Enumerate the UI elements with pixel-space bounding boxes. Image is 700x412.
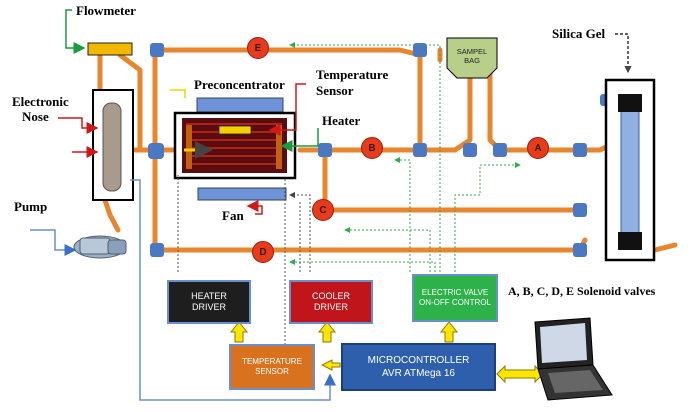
valve-d: D [252,241,274,263]
silica-gel-label: Silica Gel [552,26,606,41]
pump-wire [30,229,77,256]
microcontroller-block: MICROCONTROLLER AVR ATMega 16 [341,343,496,391]
flowmeter-body [87,42,133,56]
pump-label: Pump [14,199,48,214]
electronic-nose-label-2: Nose [22,109,49,124]
valve-c: C [312,199,334,221]
temp-sensor-pointer [268,83,306,136]
temperature-sensor-element [218,125,252,135]
electric-valve-control-block: ELECTRIC VALVE ON-OFF CONTROL [412,274,498,322]
temperature-sensor-label-2: Sensor [316,83,354,98]
silica-gel-pointer [615,33,632,74]
signal-arrows [229,321,544,384]
pipe-fittings [148,43,614,257]
fan-label: Fan [222,208,244,223]
control-signal-lines [177,42,521,345]
laptop-graphic [534,317,613,401]
fan-pointer [246,200,263,215]
fan-plate [197,187,287,201]
valve-d-label: D [259,246,267,258]
sample-bag-label: SAMPEL BAG [456,47,488,65]
solenoid-valves-legend: A, B, C, D, E Solenoid valves [508,284,656,298]
flowmeter-pointer [65,9,86,54]
temperature-sensor-block: TEMPERATURE SENSOR [229,344,315,390]
heater-label: Heater [322,113,361,128]
valve-b: B [361,137,383,159]
preconcentrator-pointer [170,89,186,98]
flowmeter-label: Flowmeter [76,3,136,18]
valve-e-label: E [254,42,262,54]
heater-pointer [280,128,319,152]
nose-data-wire [130,179,336,401]
heater-driver-block: HEATER DRIVER [167,280,251,324]
electronic-nose-label-1: Electronic [12,94,69,109]
sample-bag-shape [446,37,498,79]
valve-b-label: B [368,142,376,154]
valve-a-label: A [534,142,542,154]
valve-e: E [247,37,269,59]
valve-c-label: C [319,204,327,216]
temperature-sensor-label-1: Temperature [316,67,389,82]
valve-a: A [527,137,549,159]
nose-pointer-1 [58,117,99,134]
preconcentrator-top-plate [196,97,284,113]
preconcentrator-label: Preconcentrator [194,77,285,92]
electronic-nose-sensor-array [102,102,122,192]
pump-graphic [73,235,127,259]
silica-gel-tube [620,107,640,235]
cooler-driver-block: COOLER DRIVER [289,280,373,324]
